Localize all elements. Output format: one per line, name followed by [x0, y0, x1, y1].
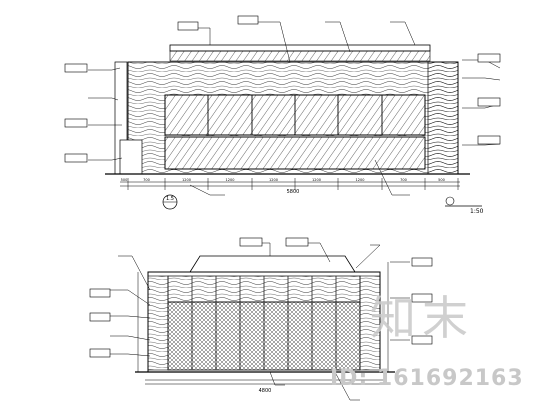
- dim-segment-label: 700: [400, 178, 407, 182]
- callout-tags-top: [64, 15, 501, 163]
- section-mark: [162, 194, 178, 210]
- dim-segment-label: 1200: [269, 178, 278, 182]
- watermark-id: ID: 161692163: [330, 366, 524, 391]
- dim-segment-label: 500: [438, 178, 445, 182]
- dim-segment-label: 1200: [226, 178, 235, 182]
- scale-label: 1:50: [470, 208, 484, 215]
- title-marker: [445, 196, 455, 206]
- total-dim-top: 5800: [287, 189, 300, 195]
- dim-segment-label: 1200: [182, 178, 191, 182]
- dim-segment-label: 700: [143, 178, 150, 182]
- watermark-logo: 知末: [370, 291, 474, 345]
- ref-mark-label: 1.5: [166, 196, 174, 202]
- total-dim-bottom: 4800: [259, 388, 272, 394]
- dim-segment-label: 1200: [312, 178, 321, 182]
- callout-tags-bottom: [89, 237, 433, 358]
- top-elevation: [88, 21, 501, 196]
- bottom-elevation: [110, 242, 410, 401]
- window-band: [164, 94, 426, 136]
- dim-segment-label: 500: [121, 178, 128, 182]
- dim-segment-label: 1200: [356, 178, 365, 182]
